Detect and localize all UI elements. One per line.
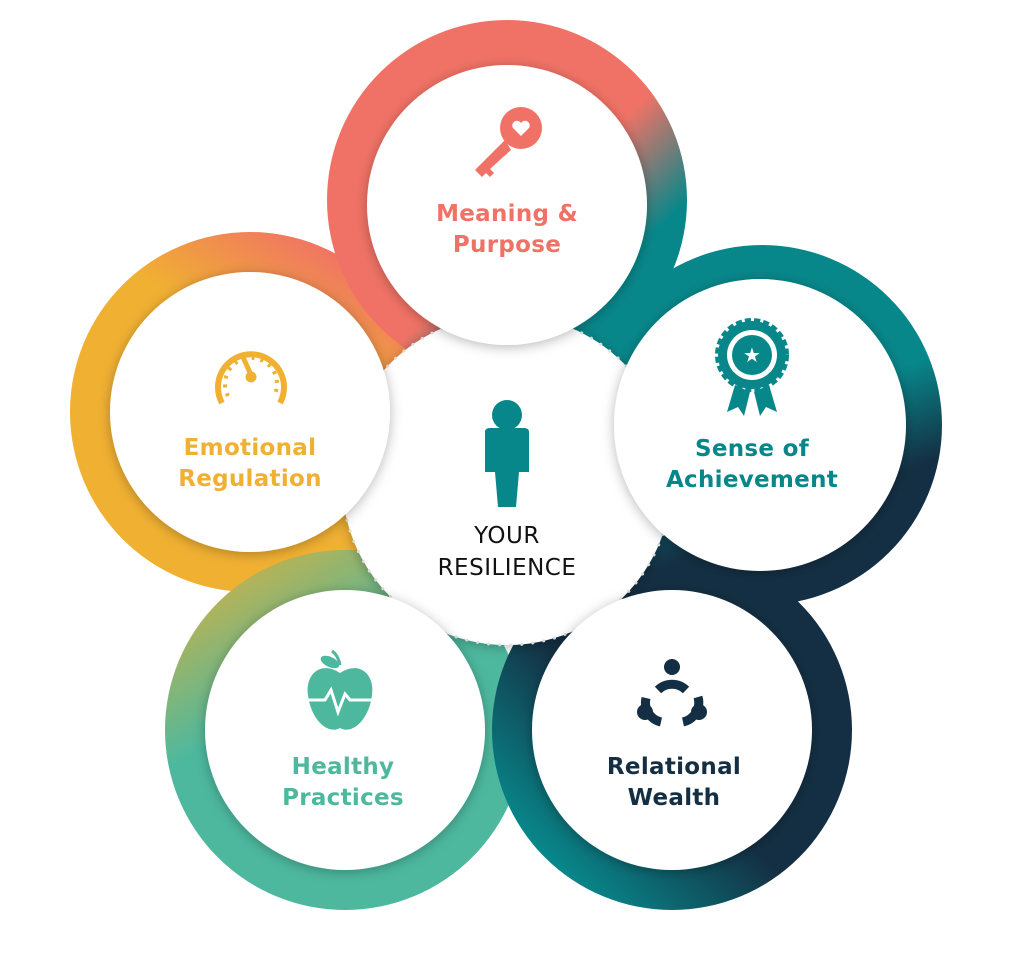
achievement-line1: Sense of [694,436,810,462]
label-meaning: Meaning & Purpose [377,199,637,261]
label-emotional: Emotional Regulation [120,433,380,495]
label-relational: Relational Wealth [544,752,804,814]
circle-healthy[interactable] [205,590,485,870]
apple-heartbeat-icon [305,649,376,730]
center-line1: YOUR [474,523,540,549]
key-heart-icon [475,107,542,177]
circle-emotional[interactable] [110,272,390,552]
award-ribbon-icon: ★ [715,318,789,416]
circle-achievement[interactable] [614,279,906,571]
meaning-line1: Meaning & [436,201,578,227]
healthy-line2: Practices [282,785,404,811]
circle-meaning[interactable] [367,65,647,345]
emotional-line2: Regulation [178,466,322,492]
circle-relational[interactable] [532,590,812,870]
people-circle-icon [637,659,707,727]
relational-line1: Relational [606,754,742,780]
label-achievement: Sense of Achievement [622,434,882,496]
emotional-line1: Emotional [183,435,317,461]
svg-text:★: ★ [743,343,761,367]
label-healthy: Healthy Practices [213,752,473,814]
healthy-line1: Healthy [291,754,395,780]
person-icon [485,400,529,507]
gauge-icon [215,351,287,405]
meaning-line2: Purpose [452,232,562,258]
achievement-line2: Achievement [665,467,839,493]
center-line2: RESILIENCE [437,555,577,581]
center-label: YOUR RESILIENCE [377,520,637,584]
relational-line2: Wealth [627,785,721,811]
